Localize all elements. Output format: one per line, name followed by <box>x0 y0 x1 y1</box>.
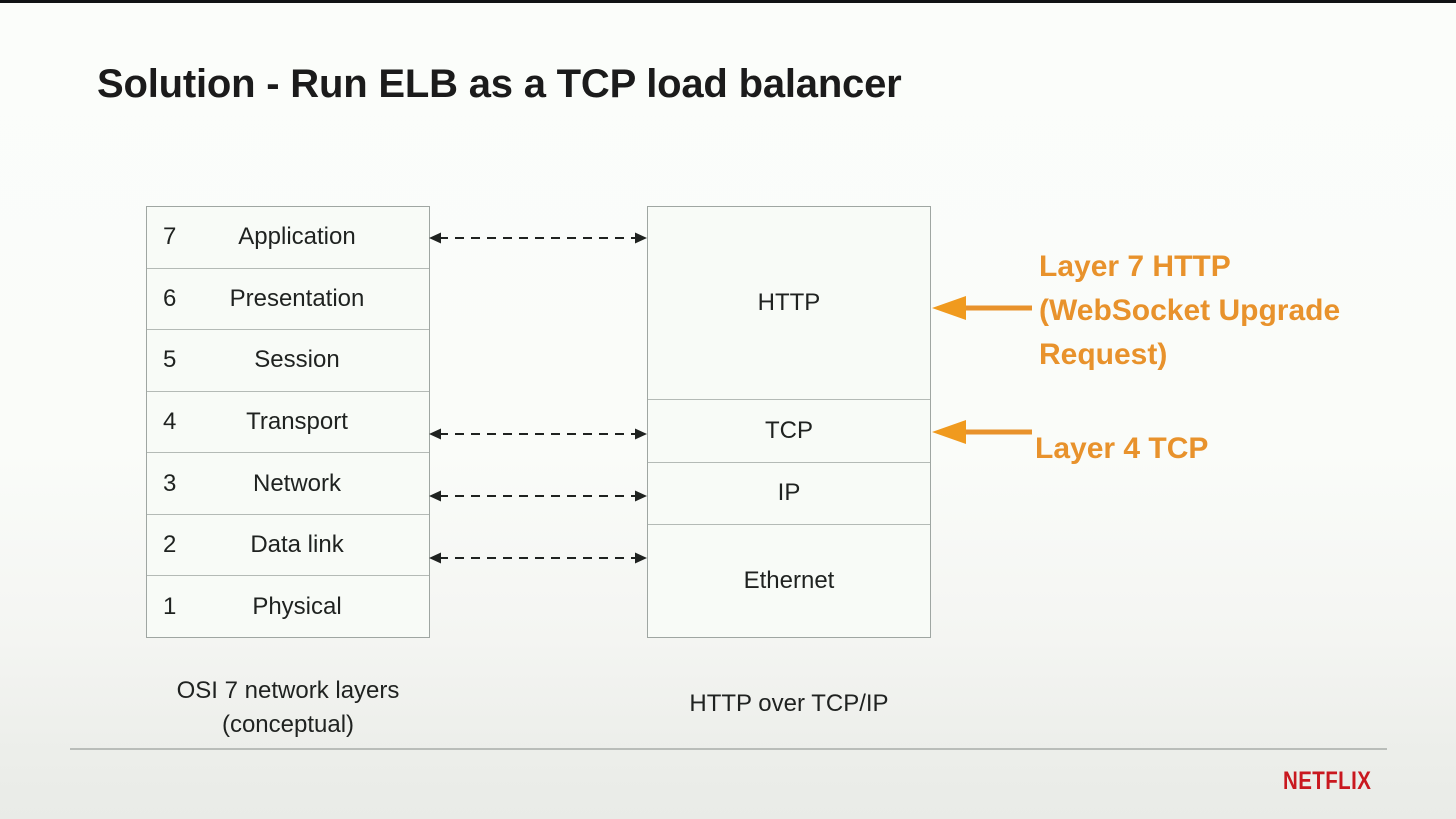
protocol-layer-row: TCP <box>648 400 930 463</box>
osi-layer-row: 6 Presentation <box>147 269 429 331</box>
connector-arrow-application-http <box>429 232 647 244</box>
osi-layer-name: Data link <box>250 531 344 559</box>
netflix-logo: NETFLIX <box>1283 767 1372 795</box>
osi-layer-number: 5 <box>163 346 177 374</box>
protocol-stack-caption: HTTP over TCP/IP <box>689 690 889 717</box>
frame-top-edge <box>0 0 1456 3</box>
protocol-layer-stack: HTTP TCP IP Ethernet <box>647 206 931 638</box>
connector-arrow-network-ip <box>429 490 647 502</box>
osi-layer-number: 1 <box>163 592 177 620</box>
footer-divider <box>70 748 1387 750</box>
page-title: Solution - Run ELB as a TCP load balance… <box>97 62 902 106</box>
osi-layer-row: 5 Session <box>147 330 429 392</box>
protocol-layer-row: HTTP <box>648 207 930 401</box>
osi-layer-number: 6 <box>163 284 177 312</box>
protocol-layer-row: IP <box>648 463 930 525</box>
callout-arrow-layer4-icon <box>932 420 1032 444</box>
osi-layer-number: 4 <box>163 408 177 436</box>
callout-arrow-layer7-icon <box>932 296 1032 320</box>
annotation-layer4-tcp: Layer 4 TCP <box>1035 432 1209 465</box>
osi-layer-name: Application <box>238 223 356 251</box>
osi-stack-caption: OSI 7 network layers (conceptual) <box>176 677 400 738</box>
connector-arrow-datalink-ethernet <box>429 552 647 564</box>
annotation-layer7-http: Layer 7 HTTP (WebSocket Upgrade Request) <box>1039 250 1341 371</box>
osi-layer-name: Presentation <box>229 284 365 312</box>
osi-layer-row: 1 Physical <box>147 576 429 637</box>
protocol-layer-row: Ethernet <box>743 566 835 594</box>
osi-layer-row: 4 Transport <box>147 392 429 454</box>
osi-layer-name: Physical <box>252 592 342 620</box>
osi-layer-name: Transport <box>246 408 348 436</box>
osi-layer-row: 7 Application <box>147 207 429 269</box>
osi-layer-row: 2 Data link <box>147 515 429 577</box>
osi-layer-stack: 7 Application 6 Presentation 5 Session 4… <box>146 206 430 638</box>
osi-layer-name: Session <box>254 346 340 374</box>
osi-layer-name: Network <box>252 469 342 497</box>
osi-layer-number: 7 <box>163 223 177 251</box>
connector-arrow-transport-tcp <box>429 428 647 440</box>
osi-layer-number: 2 <box>163 531 177 559</box>
osi-layer-row: 3 Network <box>147 453 429 515</box>
osi-layer-number: 3 <box>163 469 177 497</box>
